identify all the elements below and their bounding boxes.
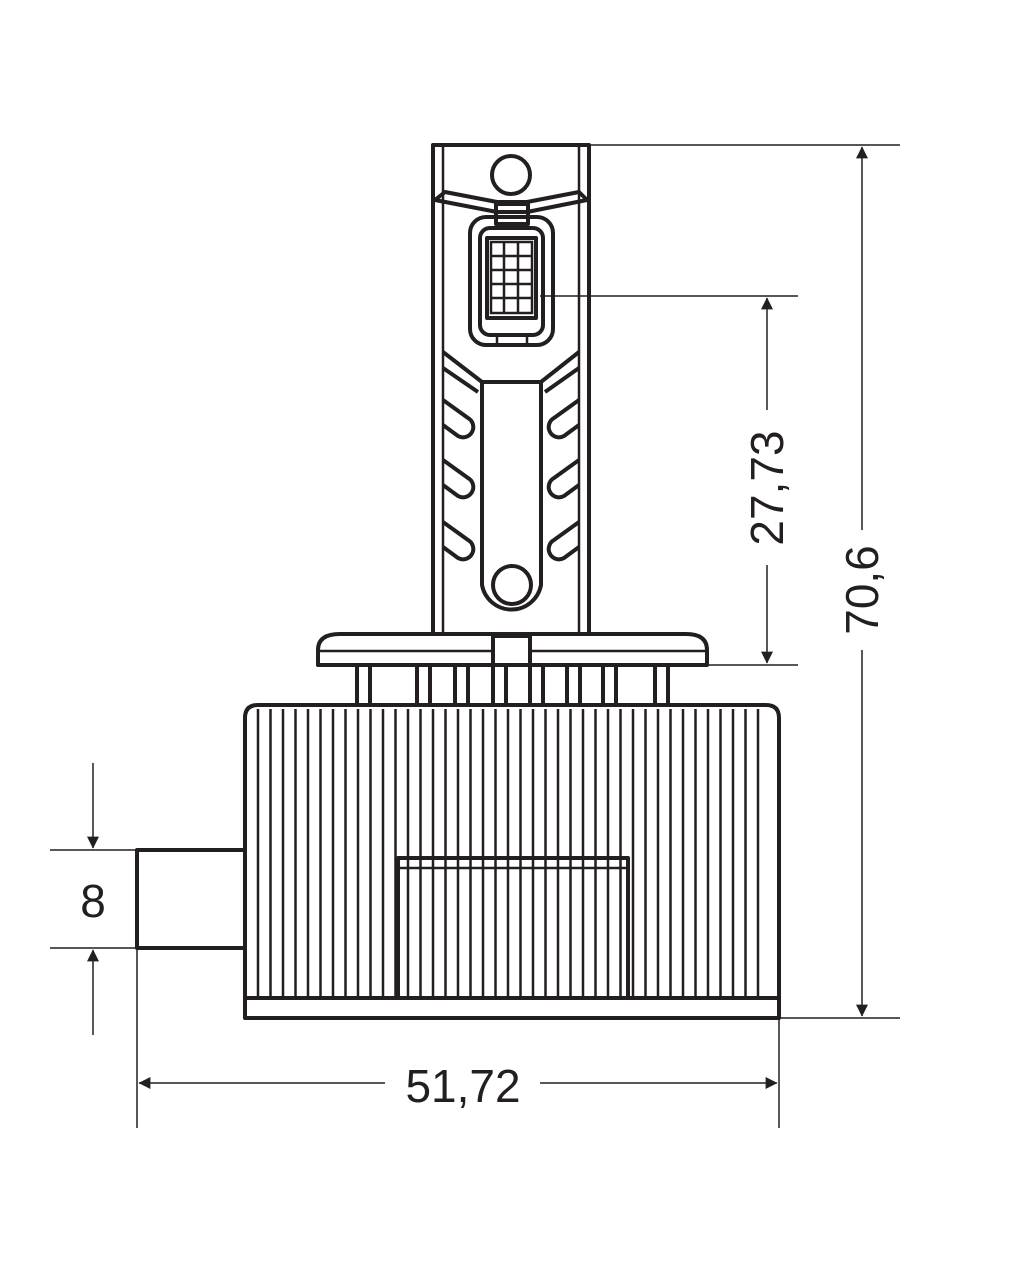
dimension-label: 8 [80,875,106,927]
dimension-overall-height: 70,6 [589,144,900,1019]
dimension-label: 70,6 [836,545,888,635]
led-chip [468,215,555,347]
dimension-label: 27,73 [741,430,793,545]
dimension-connector-height: 8 [50,763,137,1035]
dimension-label: 51,72 [405,1060,520,1112]
top-hole [490,154,532,196]
flange [316,632,709,705]
cooling-slots [441,398,581,562]
connector [135,848,247,950]
dimension-overall-width: 51,72 [136,948,780,1128]
ballast-base [243,703,781,1020]
bulb-head [431,143,591,636]
dimension-led-to-flange: 27,73 [540,295,798,666]
heat-channel [480,380,543,612]
bottom-hole [491,564,533,606]
